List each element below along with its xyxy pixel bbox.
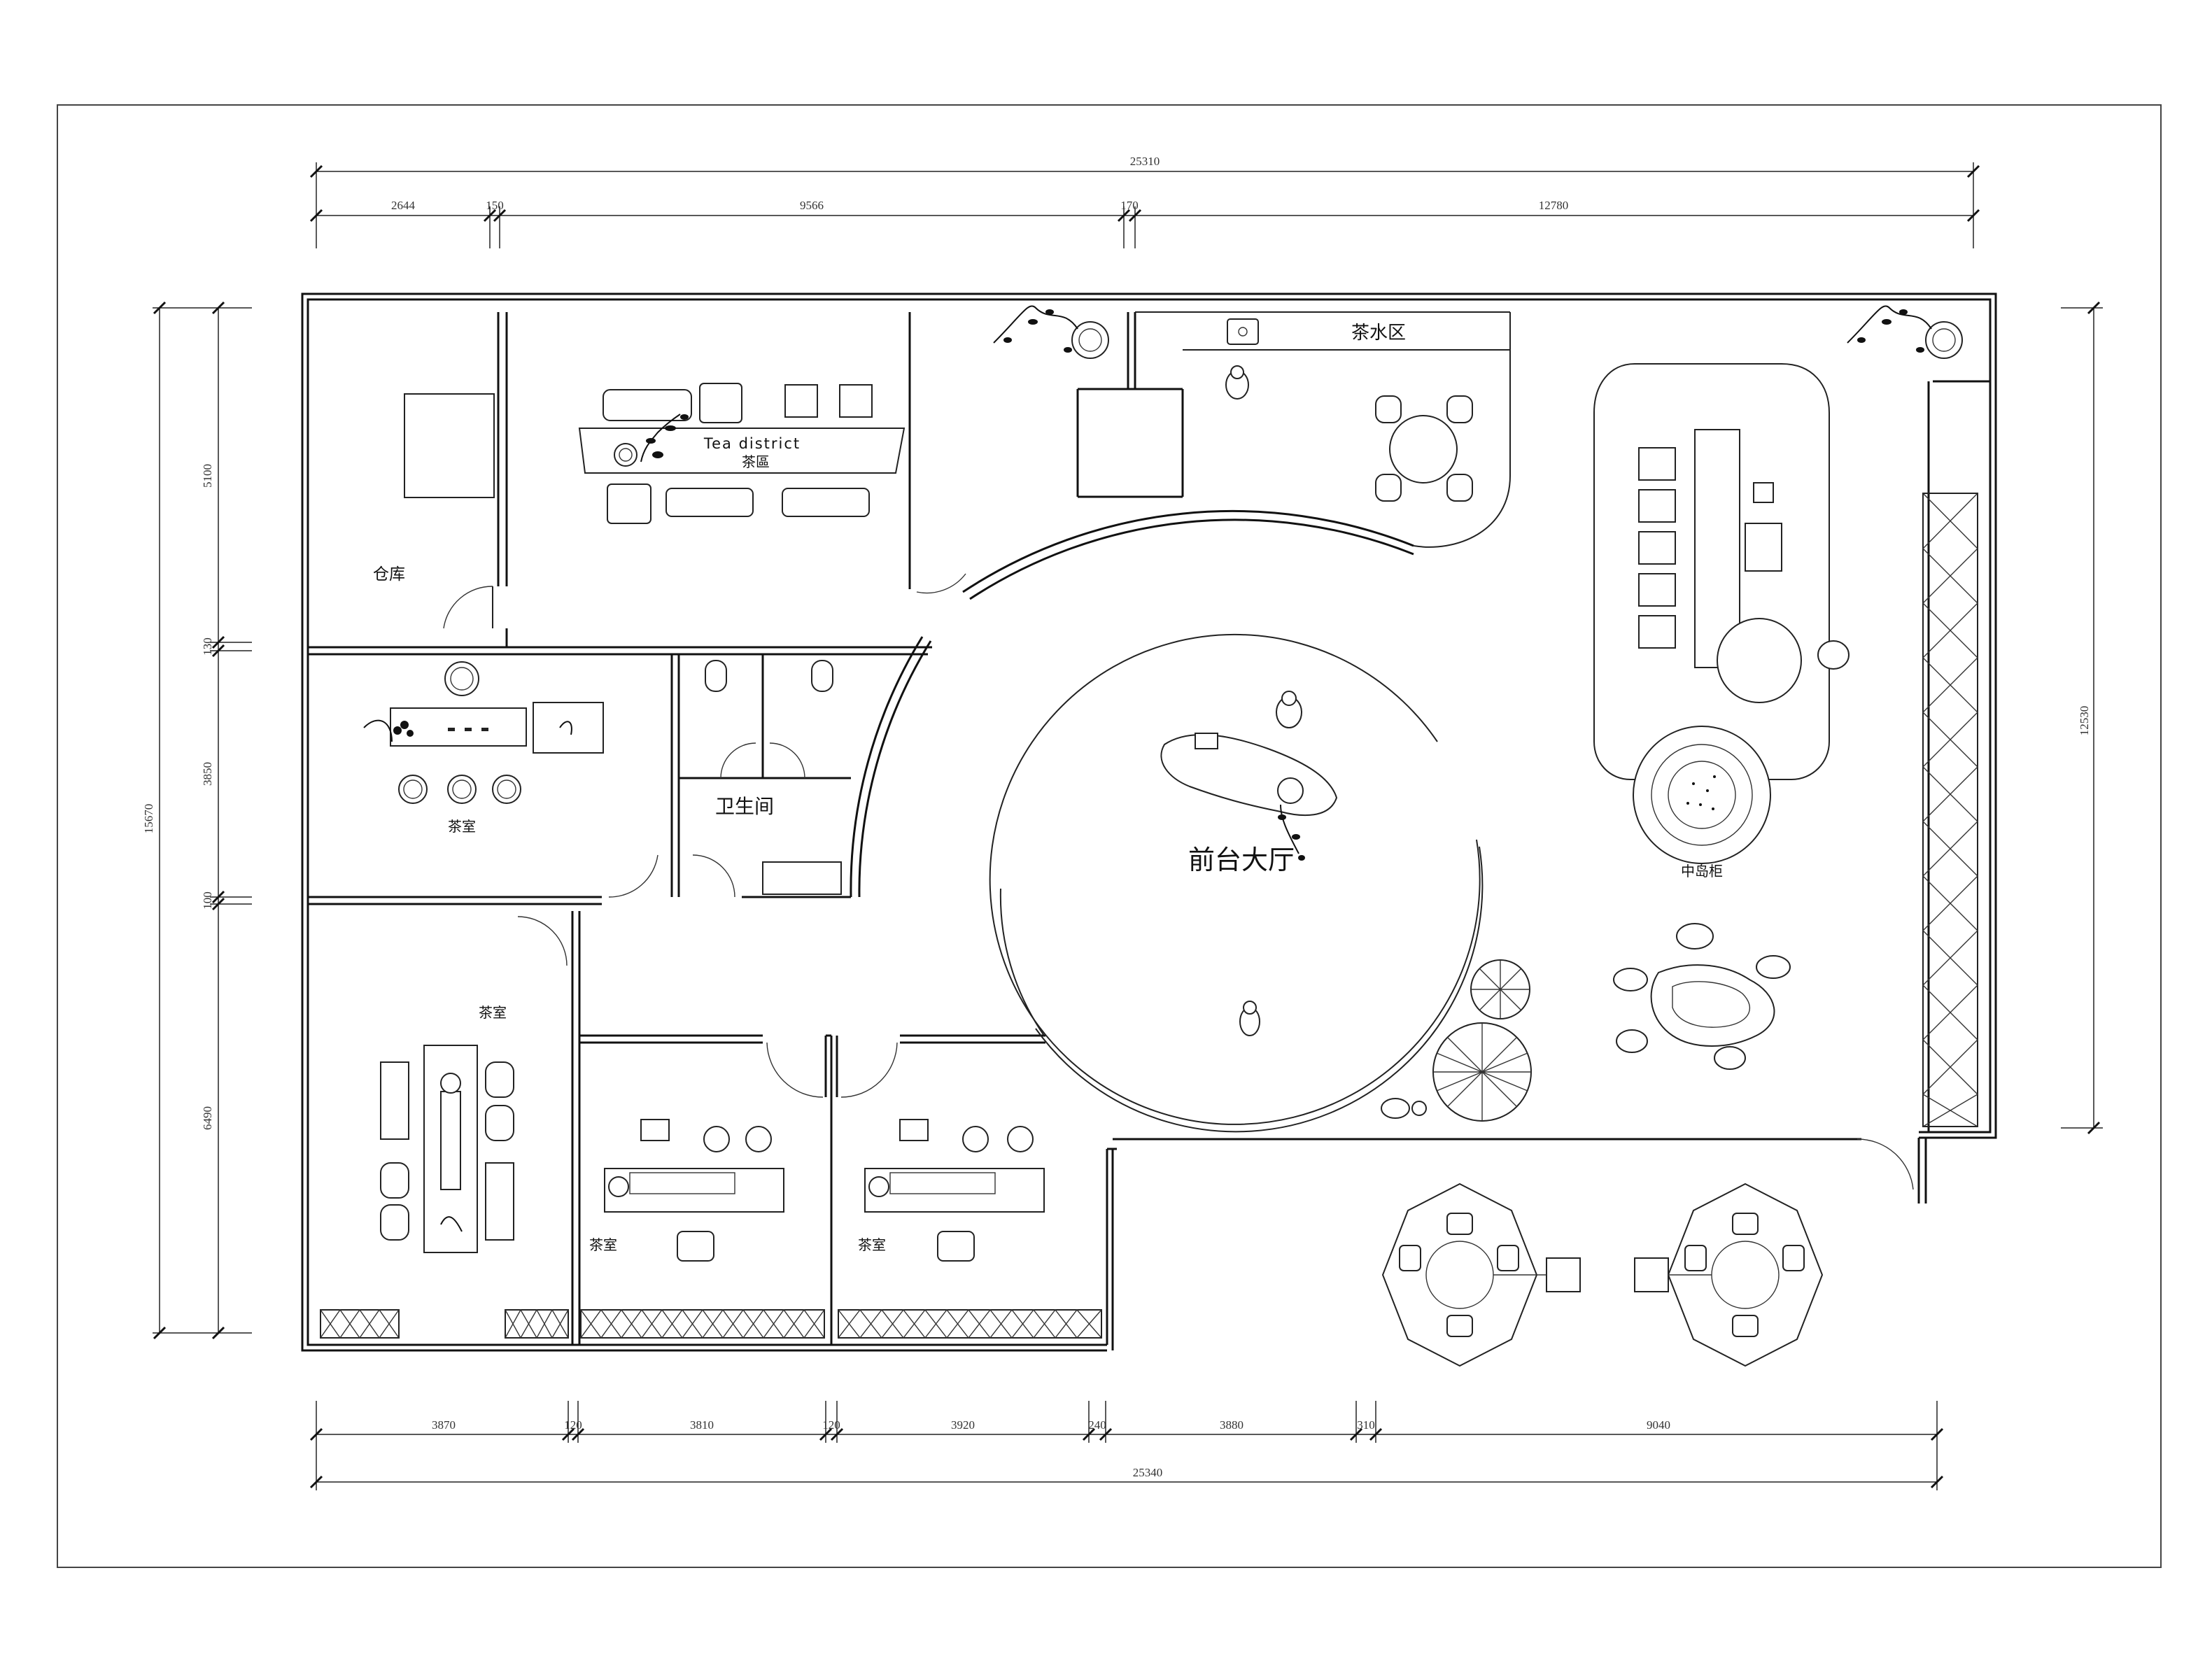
umbrellas-hall (1432, 959, 1532, 1122)
dim-top-5: 12780 (1539, 199, 1569, 212)
dim-left-total: 15670 (142, 804, 155, 834)
outdoor-umbrella-left (1381, 1183, 1581, 1367)
bottom-dimension-lines (309, 1401, 1944, 1490)
tea-room-right-furniture (864, 1119, 1045, 1262)
dim-left-4: 100 (201, 891, 214, 910)
dim-top-4: 170 (1120, 199, 1139, 212)
lounge-furniture (1593, 363, 1850, 780)
tea-room-mid-furniture (604, 1119, 784, 1262)
figure-near-umbrella (1381, 1098, 1427, 1119)
label-tea-room-right: 茶室 (858, 1236, 886, 1253)
label-warehouse: 仓库 (373, 565, 405, 584)
label-tea-water-area: 茶水区 (1351, 323, 1406, 344)
plant-reception (1278, 804, 1305, 861)
dim-top-3: 9566 (800, 199, 824, 212)
bonsai-tea-district (640, 414, 689, 463)
plant-top-right (1847, 305, 1963, 359)
plant-tea-room-small (363, 719, 572, 742)
dim-right-total: 12530 (2078, 706, 2091, 736)
dim-top-2: 150 (486, 199, 504, 212)
walls (301, 292, 1997, 1352)
figures (1225, 365, 1302, 1036)
dim-bottom-8: 310 (1357, 1418, 1375, 1432)
restroom-fixtures (705, 660, 842, 895)
dim-bottom-1: 3870 (432, 1418, 456, 1432)
outdoor-umbrella-right (1634, 1183, 1824, 1367)
island-cabinet (1633, 726, 1771, 864)
curved-walls (850, 509, 1484, 1133)
dim-bottom-7: 3880 (1220, 1418, 1244, 1432)
dim-bottom-6: 240 (1088, 1418, 1106, 1432)
label-tea-room-left: 茶室 (479, 1004, 507, 1021)
label-tea-room-small: 茶室 (448, 818, 476, 835)
left-dimension-lines (153, 301, 252, 1340)
dim-left-1: 5100 (201, 464, 214, 488)
label-tea-district-en: Tea district (703, 435, 801, 452)
plant-top-center (993, 305, 1109, 359)
top-dimension-lines (309, 162, 1980, 248)
drawing-frame (57, 104, 2162, 1568)
warehouse-shelf (404, 393, 495, 498)
door-swings (443, 573, 1914, 1190)
dim-left-3: 3850 (201, 762, 214, 786)
dim-top-1: 2644 (391, 199, 416, 212)
label-restroom: 卫生间 (715, 795, 774, 818)
dim-bottom-5: 3920 (951, 1418, 975, 1432)
rock-garden (1613, 923, 1791, 1070)
dim-bottom-9: 9040 (1647, 1418, 1670, 1432)
reception-desk (1160, 733, 1338, 817)
dim-top-total: 25310 (1130, 155, 1160, 168)
label-tea-room-mid: 茶室 (589, 1236, 617, 1253)
tea-water-area (1135, 311, 1511, 548)
dim-bottom-4: 120 (822, 1418, 840, 1432)
window-strips (320, 493, 1979, 1339)
dim-bottom-total: 25340 (1133, 1466, 1163, 1479)
dim-bottom-2: 120 (564, 1418, 582, 1432)
tea-room-small-furniture (390, 661, 604, 804)
dim-left-2: 130 (201, 637, 214, 656)
label-tea-district-cn: 茶區 (742, 453, 770, 470)
label-reception-hall: 前台大厅 (1188, 845, 1295, 875)
tea-district-furniture (578, 383, 906, 524)
dim-bottom-3: 3810 (690, 1418, 714, 1432)
label-island-cabinet: 中岛柜 (1681, 863, 1723, 880)
dim-left-5: 6490 (201, 1106, 214, 1130)
tea-room-left-furniture (380, 1045, 514, 1253)
right-dimension-lines (2061, 301, 2103, 1135)
